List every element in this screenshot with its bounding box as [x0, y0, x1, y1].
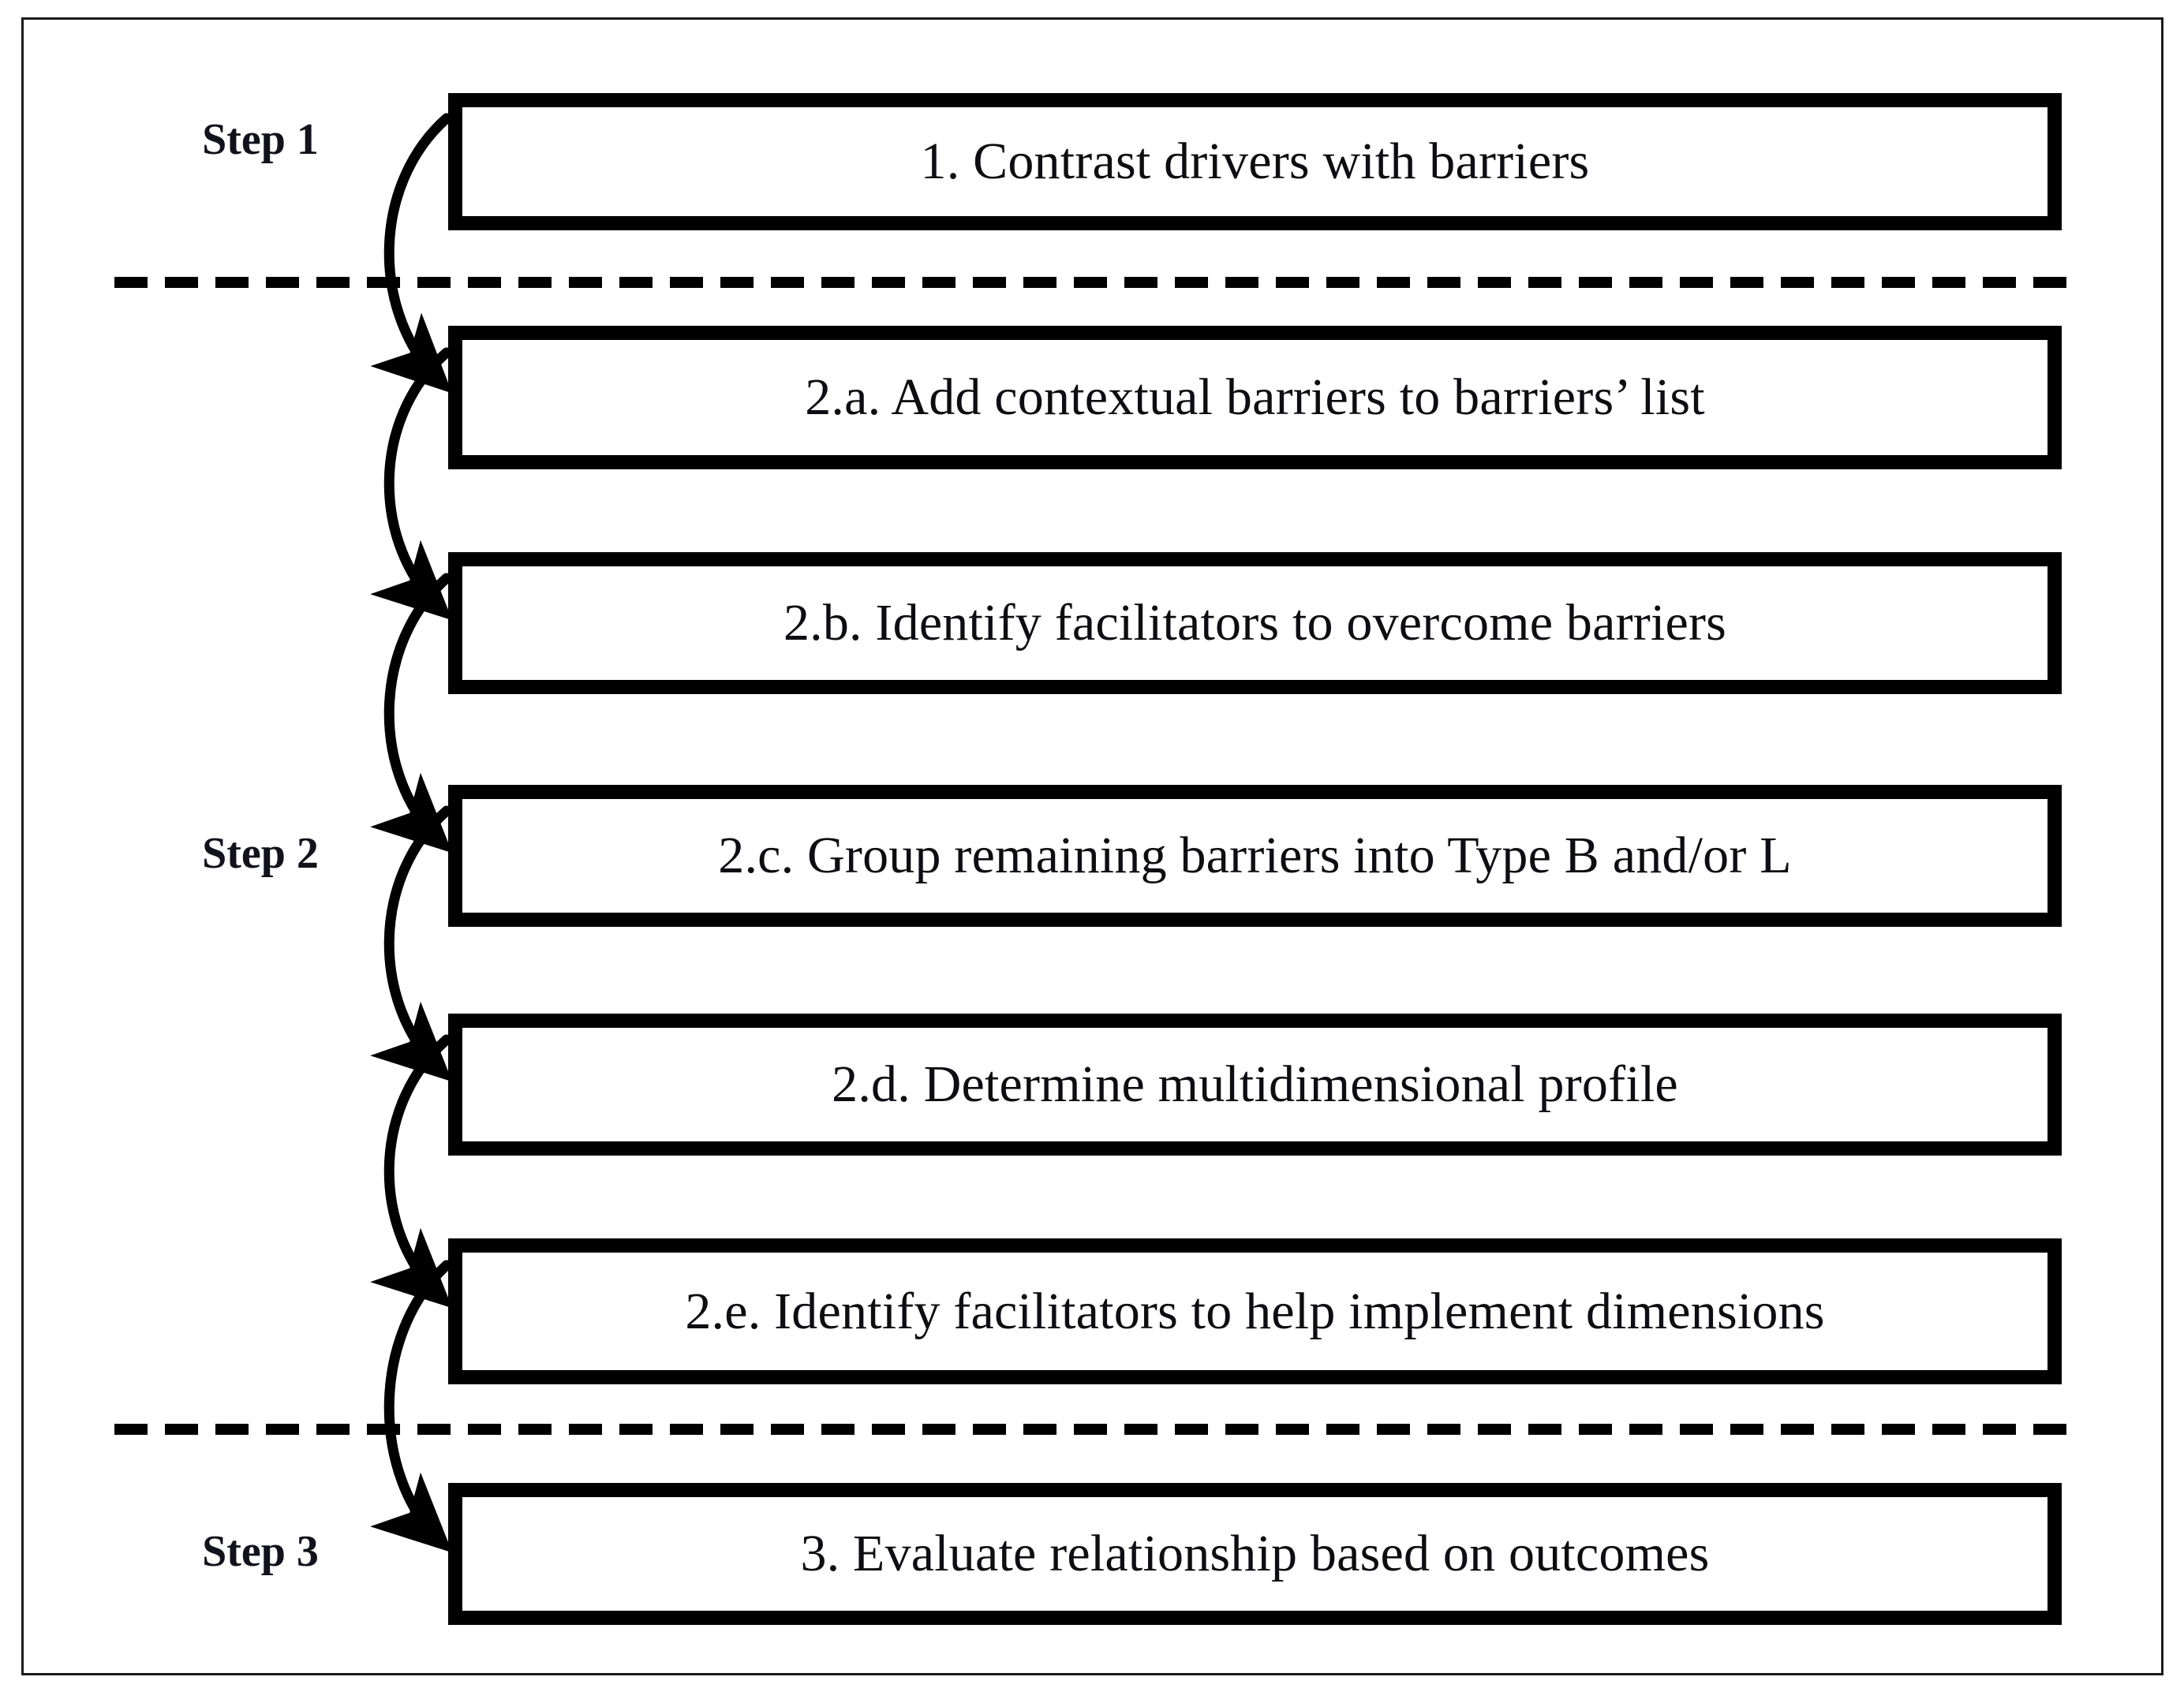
process-box-2c-label: 2.c. Group remaining barriers into Type … [718, 827, 1792, 885]
process-box-2d-label: 2.d. Determine multidimensional profile [832, 1055, 1678, 1114]
step-label-2: Step 2 [202, 829, 319, 878]
step-label-3: Step 3 [202, 1527, 319, 1576]
process-box-2b-label: 2.b. Identify facilitators to overcome b… [783, 594, 1727, 652]
process-box-3-label: 3. Evaluate relationship based on outcom… [800, 1525, 1710, 1583]
process-box-2d[interactable]: 2.d. Determine multidimensional profile [448, 1014, 2062, 1156]
process-box-3[interactable]: 3. Evaluate relationship based on outcom… [448, 1483, 2062, 1625]
step-label-1: Step 1 [202, 115, 319, 164]
process-box-2a[interactable]: 2.a. Add contextual barriers to barriers… [448, 326, 2062, 469]
process-box-2e-label: 2.e. Identify facilitators to help imple… [685, 1282, 1825, 1340]
process-box-2c[interactable]: 2.c. Group remaining barriers into Type … [448, 785, 2062, 927]
process-box-2a-label: 2.a. Add contextual barriers to barriers… [805, 368, 1705, 427]
process-box-2e[interactable]: 2.e. Identify facilitators to help imple… [448, 1238, 2062, 1384]
process-box-2b[interactable]: 2.b. Identify facilitators to overcome b… [448, 552, 2062, 694]
process-box-1-label: 1. Contrast drivers with barriers [920, 133, 1590, 191]
process-box-1[interactable]: 1. Contrast drivers with barriers [448, 93, 2062, 230]
